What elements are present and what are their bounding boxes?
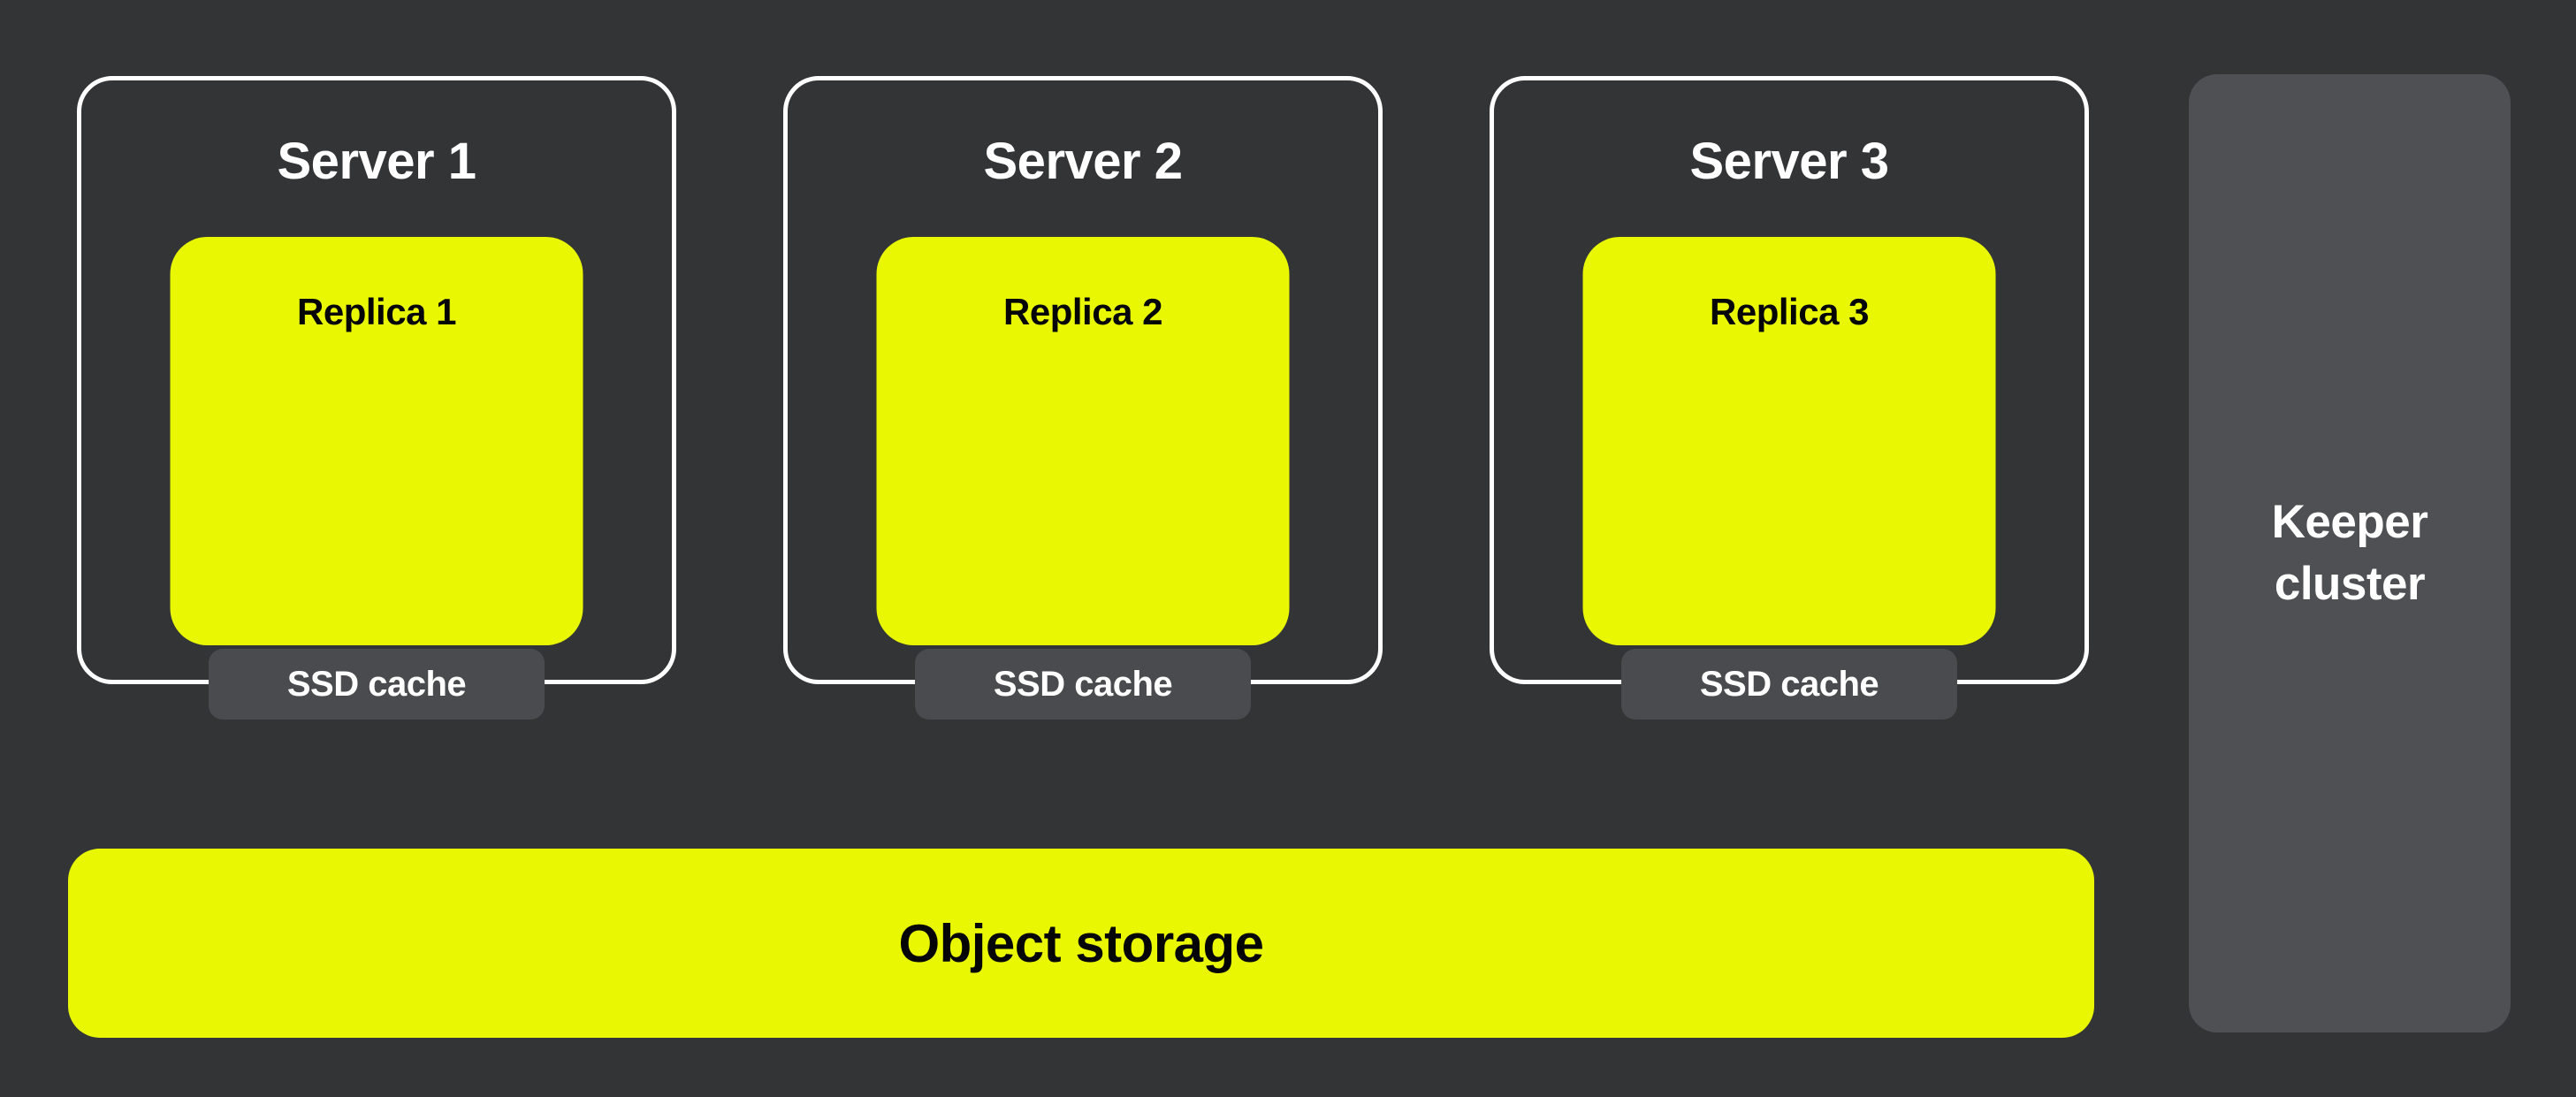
- server-3-ssd-cache-pill: SSD cache: [1621, 649, 1957, 720]
- keeper-cluster-panel: Keeper cluster: [2189, 74, 2511, 1032]
- object-storage-bar: Object storage: [68, 849, 2094, 1038]
- keeper-cluster-label-line2: cluster: [2274, 558, 2426, 610]
- object-storage-label: Object storage: [898, 913, 1264, 973]
- keeper-cluster-label-line1: Keeper: [2271, 496, 2428, 549]
- server-3-title: Server 3: [1689, 133, 1889, 190]
- server-3-ssd-cache-label: SSD cache: [1699, 664, 1879, 704]
- server-2-ssd-cache-pill: SSD cache: [915, 649, 1251, 720]
- server-2-box: Server 2 Replica 2 SSD cache: [783, 76, 1383, 720]
- server-2-replica-label: Replica 2: [1003, 291, 1162, 332]
- server-2-replica-box: Replica 2: [876, 237, 1290, 645]
- server-3-replica-box: Replica 3: [1582, 237, 1996, 645]
- server-1-replica-label: Replica 1: [297, 291, 456, 332]
- server-2-ssd-cache-label: SSD cache: [993, 664, 1173, 704]
- server-1-ssd-cache-label: SSD cache: [286, 664, 467, 704]
- server-3-replica-label: Replica 3: [1710, 291, 1869, 332]
- server-1-title: Server 1: [277, 133, 476, 190]
- server-1-box: Server 1 Replica 1 SSD cache: [77, 76, 676, 720]
- server-2-title: Server 2: [983, 133, 1183, 190]
- server-1-ssd-cache-pill: SSD cache: [209, 649, 545, 720]
- server-3-box: Server 3 Replica 3 SSD cache: [1490, 76, 2089, 720]
- server-1-replica-box: Replica 1: [170, 237, 583, 645]
